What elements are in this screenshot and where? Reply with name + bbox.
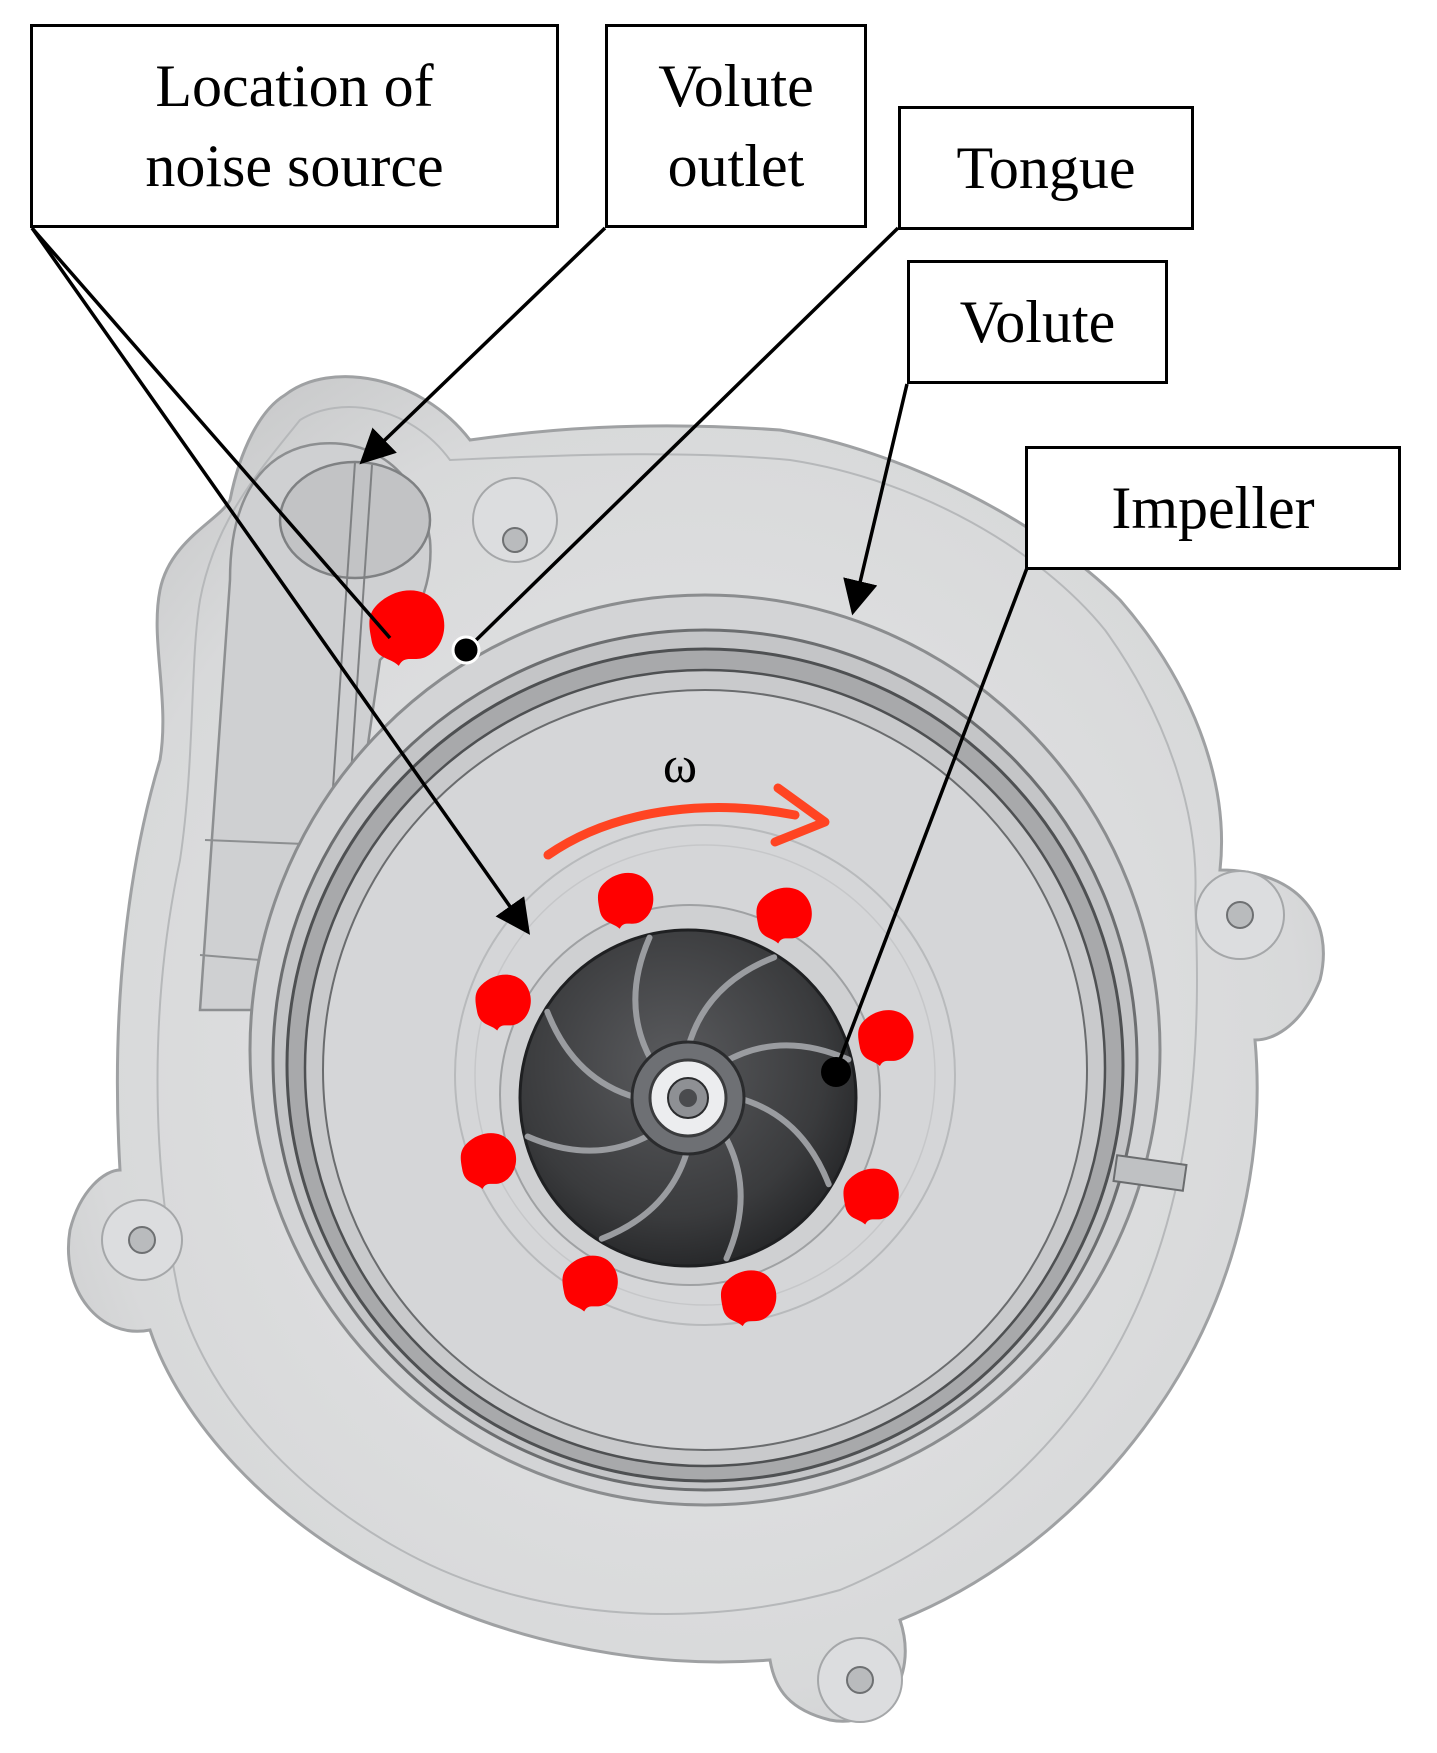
rotation-arrow [543, 783, 830, 860]
label-volute: Volute [907, 260, 1168, 384]
impeller [499, 904, 881, 1286]
bolt-boss-top [472, 477, 558, 563]
leader-tongue [466, 226, 900, 650]
curved-arrow-icon [543, 803, 800, 860]
bolt-boss-bottom [817, 1637, 903, 1723]
rotation-symbol: ω [662, 737, 698, 794]
impeller-dot [821, 1057, 851, 1087]
impeller-blade [720, 1130, 744, 1262]
label-tongue: Tongue [898, 106, 1194, 230]
leader-noise-2 [30, 226, 392, 640]
leader-outlet [359, 226, 607, 465]
label-noise-source: Location of noise source [30, 24, 559, 228]
label-volute-outlet: Volute outlet [605, 24, 867, 228]
impeller-blade [524, 1130, 656, 1154]
impeller-blade [735, 1095, 832, 1188]
outlet-opening [278, 460, 432, 580]
impeller-blade [720, 1042, 852, 1066]
impeller-blade [632, 934, 656, 1066]
impeller-blade [544, 1008, 641, 1101]
bolt-boss-right [1195, 870, 1285, 960]
housing-inner-rim [156, 406, 1198, 1615]
bolt-boss-left [101, 1199, 183, 1281]
leader-volute [843, 383, 909, 616]
leader-lines [30, 226, 1029, 1071]
leader-noise-1 [30, 226, 531, 935]
label-impeller: Impeller [1025, 446, 1401, 570]
leader-impeller [834, 567, 1029, 1071]
impeller-blade [685, 954, 778, 1051]
impeller-blade [598, 1145, 691, 1242]
tongue-dot [451, 635, 481, 665]
